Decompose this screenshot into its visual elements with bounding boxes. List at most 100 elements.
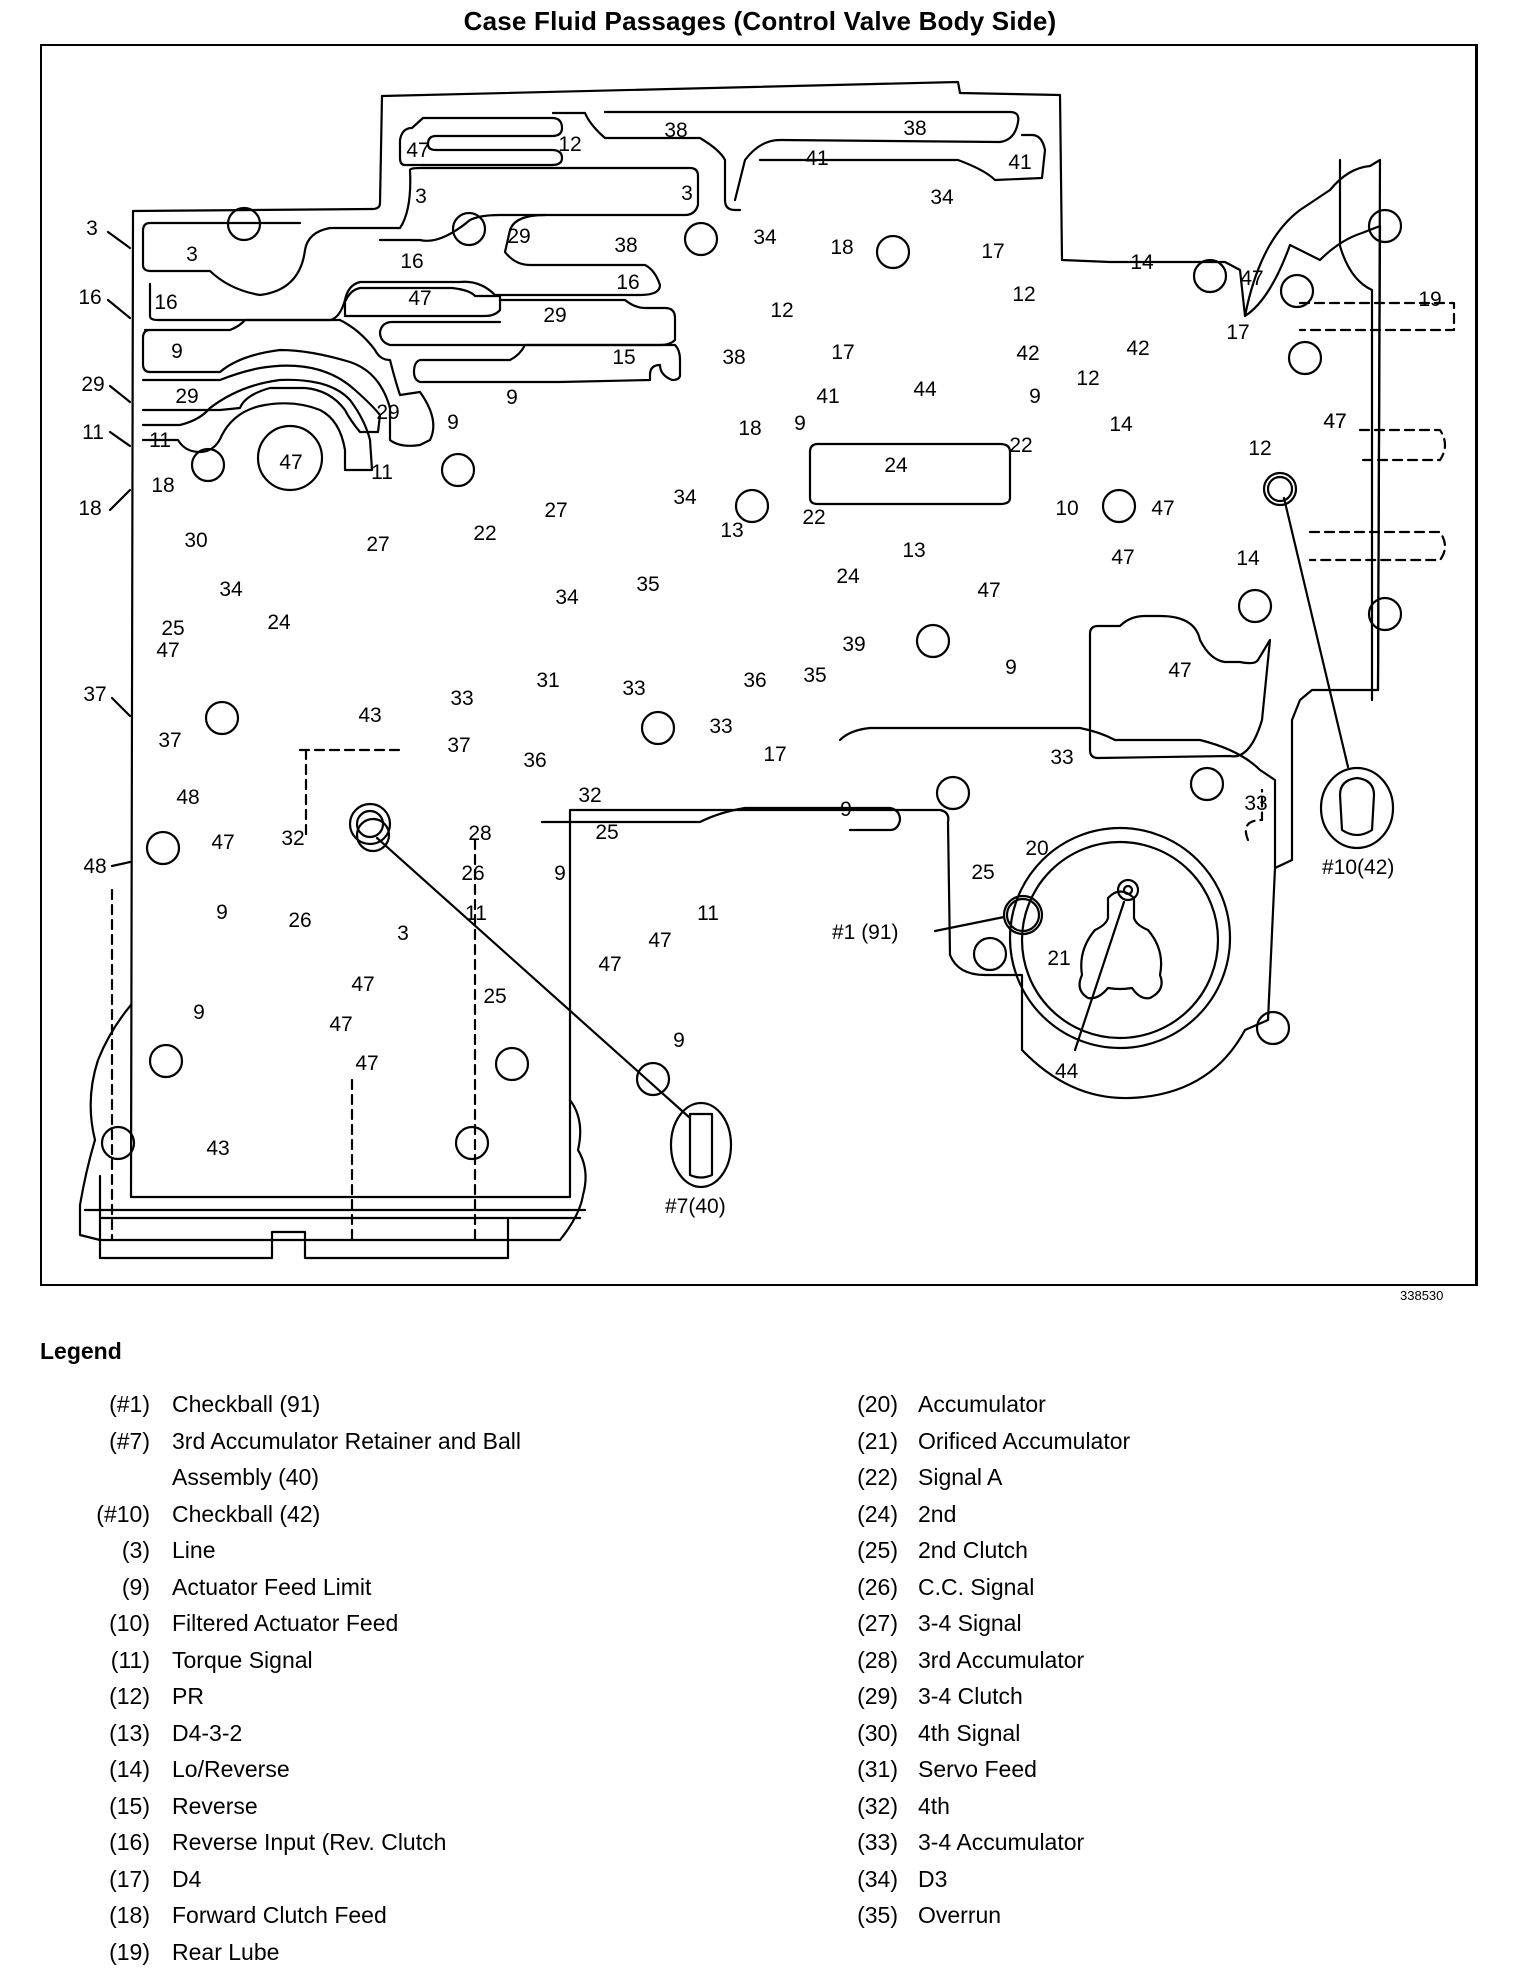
- passage-label: 41: [1008, 151, 1031, 174]
- passage-label: 3: [415, 185, 427, 208]
- legend-description: Checkball (42): [172, 1496, 740, 1533]
- bolt-hole: [456, 1127, 488, 1159]
- passage-label: 24: [267, 611, 291, 634]
- passage-label: 12: [770, 299, 793, 322]
- passage-label: 24: [884, 454, 908, 477]
- passage-label: 25: [971, 861, 994, 884]
- orifice-44: [1118, 880, 1138, 900]
- legend-item: (#1)Checkball (91): [60, 1386, 740, 1423]
- passage-label: 21: [1047, 947, 1070, 970]
- passage-label: 14: [1236, 547, 1260, 570]
- legend-item: (#7)3rd Accumulator Retainer and Ball As…: [60, 1423, 740, 1496]
- passage-label: 36: [743, 669, 766, 692]
- legend-description: C.C. Signal: [918, 1569, 1470, 1606]
- legend-item: (28)3rd Accumulator: [820, 1642, 1470, 1679]
- bolt-hole: [442, 454, 474, 486]
- legend-description: D3: [918, 1861, 1470, 1898]
- passage-label: 3: [397, 922, 409, 945]
- legend-item: (31)Servo Feed: [820, 1751, 1470, 1788]
- legend-item: (11)Torque Signal: [60, 1642, 740, 1679]
- passage-label: 47: [408, 287, 431, 310]
- legend-item: (20)Accumulator: [820, 1386, 1470, 1423]
- passage-label: 47: [1240, 267, 1263, 290]
- legend-item: (26)C.C. Signal: [820, 1569, 1470, 1606]
- legend-description: Filtered Actuator Feed: [172, 1605, 740, 1642]
- passage-label: 33: [709, 715, 732, 738]
- retainer-7-detail-bubble: [671, 1103, 731, 1187]
- passage-label: 48: [176, 786, 199, 809]
- bolt-hole: [1369, 210, 1401, 242]
- leader-line-edge: [110, 386, 130, 402]
- passage-label: 29: [175, 385, 198, 408]
- legend-item: (22)Signal A: [820, 1459, 1470, 1496]
- bolt-hole: [1369, 598, 1401, 630]
- legend-description: Accumulator: [918, 1386, 1470, 1423]
- checkball-10-detail-cup: [1340, 778, 1374, 835]
- passage-label: 34: [753, 226, 777, 249]
- edge-callout-label: 19: [1418, 288, 1441, 311]
- legend-item: (16)Reverse Input (Rev. Clutch: [60, 1824, 740, 1861]
- passage-label: 3: [681, 182, 693, 205]
- bolt-hole: [1257, 1012, 1289, 1044]
- legend-item: (10)Filtered Actuator Feed: [60, 1605, 740, 1642]
- bolt-hole: [685, 223, 717, 255]
- passage-label: 9: [506, 386, 518, 409]
- edge-callout-label: 29: [81, 373, 104, 396]
- legend-description: 4th: [918, 1788, 1470, 1825]
- passage-label: 33: [1050, 746, 1073, 769]
- passage-label: 12: [558, 133, 581, 156]
- checkball-10-seat-inner: [1268, 477, 1292, 501]
- bolt-hole: [496, 1048, 528, 1080]
- passage-label: 11: [371, 461, 393, 484]
- passage-label: 47: [156, 639, 179, 662]
- passage-label: 13: [902, 539, 925, 562]
- retainer-7-detail-tube: [690, 1114, 712, 1178]
- legend-item: (9)Actuator Feed Limit: [60, 1569, 740, 1606]
- legend-item: (14)Lo/Reverse: [60, 1751, 740, 1788]
- legend-item: (18)Forward Clutch Feed: [60, 1897, 740, 1934]
- passage-label: 47: [1151, 497, 1174, 520]
- legend-item: (29)3-4 Clutch: [820, 1678, 1470, 1715]
- bolt-hole: [150, 1045, 182, 1077]
- legend-code: (9): [60, 1569, 172, 1606]
- passage-label: 30: [184, 529, 207, 552]
- passage-label: 33: [622, 677, 645, 700]
- passage-label: 34: [673, 486, 697, 509]
- bolt-hole: [1239, 590, 1271, 622]
- passage-label: 25: [595, 821, 618, 844]
- legend-code: (22): [820, 1459, 918, 1496]
- passage-label: 43: [206, 1137, 229, 1160]
- figure-number: 338530: [1400, 1288, 1443, 1303]
- legend-code: (12): [60, 1678, 172, 1715]
- passage-label: 32: [281, 827, 304, 850]
- legend-description: 3rd Accumulator: [918, 1642, 1470, 1679]
- passage-label: 10: [1055, 497, 1078, 520]
- bolt-hole: [1191, 768, 1223, 800]
- legend-description: 3-4 Signal: [918, 1605, 1470, 1642]
- legend-code: (32): [820, 1788, 918, 1825]
- legend-description: Overrun: [918, 1897, 1470, 1934]
- passage-label: 17: [981, 240, 1004, 263]
- passage-label: 3: [186, 243, 198, 266]
- passage-label: 9: [171, 340, 183, 363]
- legend-code: (#7): [60, 1423, 172, 1496]
- passage-label: 41: [816, 385, 839, 408]
- legend-code: (15): [60, 1788, 172, 1825]
- passage-label: 47: [1168, 659, 1191, 682]
- passage-label: 9: [1005, 656, 1017, 679]
- right-ragged-edge: [1245, 160, 1380, 690]
- passage-label: 26: [461, 862, 484, 885]
- bolt-hole: [1194, 260, 1226, 292]
- passage-label: 39: [842, 633, 865, 656]
- passage-label: 37: [158, 729, 181, 752]
- legend-item: (24)2nd: [820, 1496, 1470, 1533]
- passage-12-top: [553, 113, 740, 210]
- passage-label: 9: [840, 798, 852, 821]
- bolt-hole: [637, 1063, 669, 1095]
- legend-code: (25): [820, 1532, 918, 1569]
- passage-label: 38: [722, 346, 745, 369]
- bolt-hole: [1289, 342, 1321, 374]
- legend-code: (17): [60, 1861, 172, 1898]
- legend-description: Torque Signal: [172, 1642, 740, 1679]
- legend-code: (13): [60, 1715, 172, 1752]
